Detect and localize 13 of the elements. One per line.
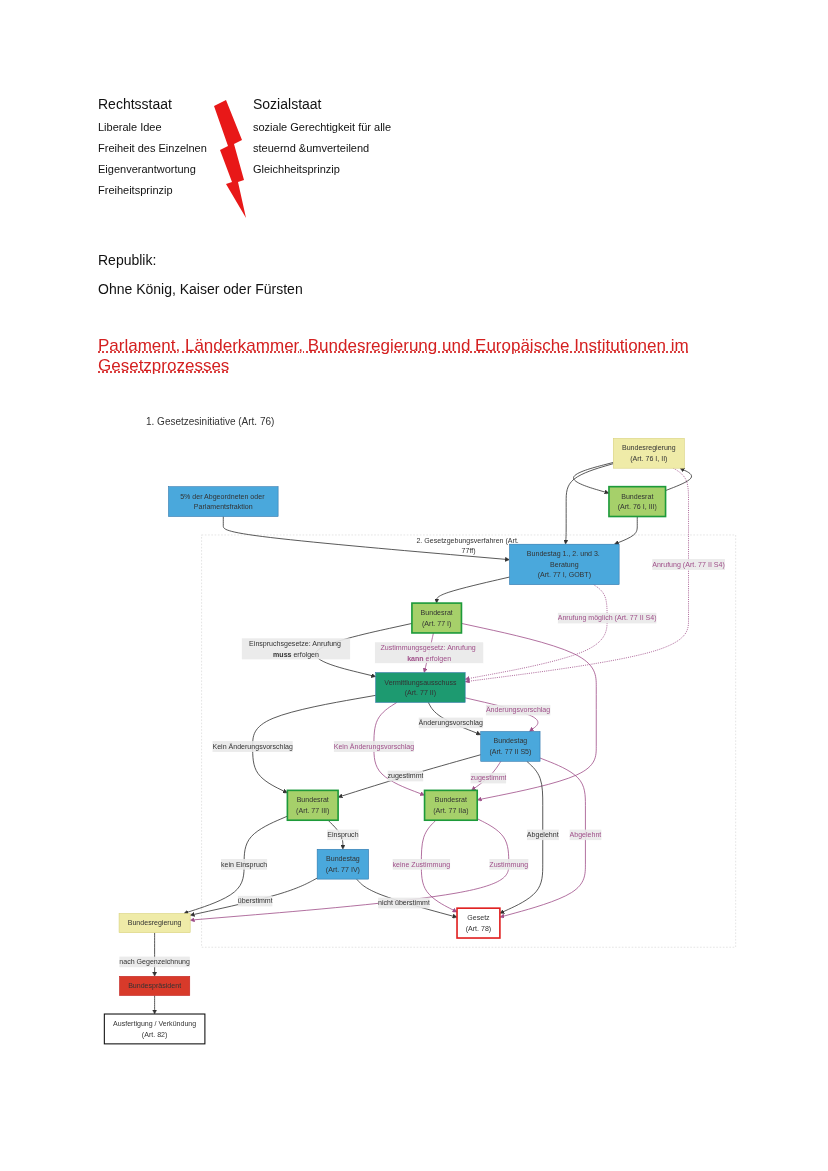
list-item: soziale Gerechtigkeit für alle xyxy=(253,121,393,133)
list-item: Gleichheitsprinzip xyxy=(253,163,341,175)
column-heading: Sozialstaat xyxy=(253,96,323,112)
heading: Republik: xyxy=(98,252,157,268)
list-item: Freiheit des Einzelnen xyxy=(98,142,208,154)
title: Parlament, Länderkammer, Bundesregierung und Europäische Institutionen im Gesetzprozesses xyxy=(98,336,690,376)
column-heading: Rechtsstaat xyxy=(98,96,173,112)
section-label: 1. Gesetzesinitiative (Art. 76) xyxy=(146,416,275,427)
list-item: Liberale Idee xyxy=(98,121,163,133)
note: Ohne König, Kaiser oder Fürsten xyxy=(98,281,303,297)
list-item: Eigenverantwortung xyxy=(98,163,197,175)
list-item: steuernd &umverteilend xyxy=(253,142,371,154)
list-item: Freiheitsprinzip xyxy=(98,184,174,196)
